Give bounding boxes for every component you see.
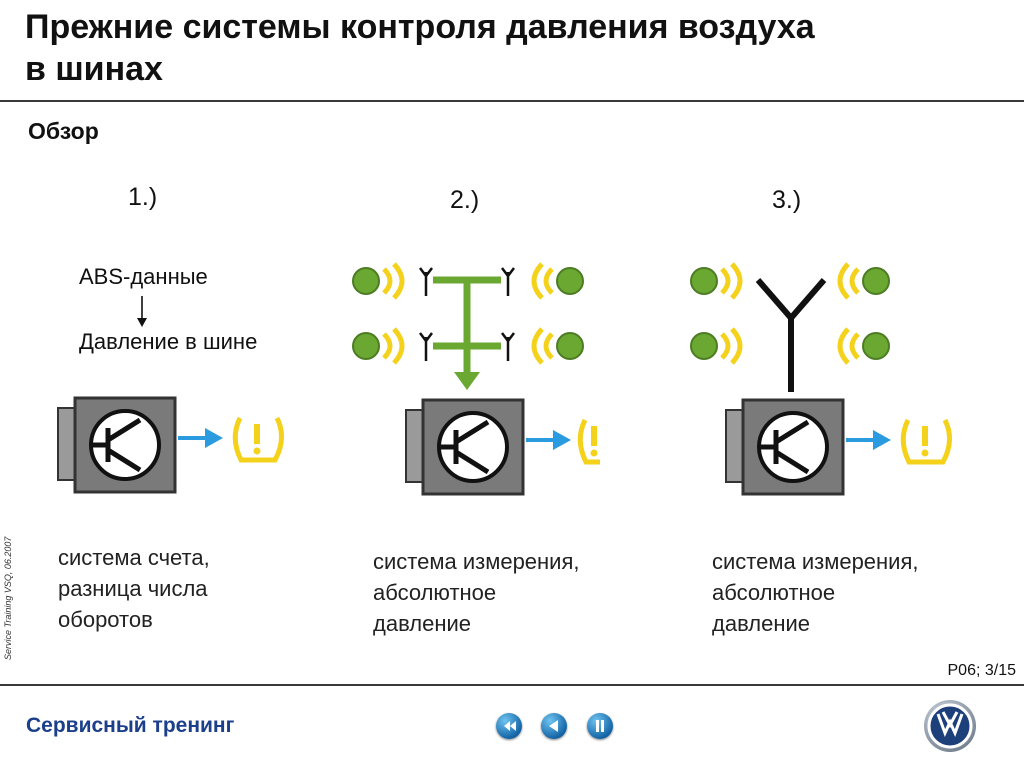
first-page-button[interactable] <box>496 713 522 739</box>
wheel-sensor-left-bottom <box>352 327 405 365</box>
description-line: система измерения, <box>712 549 919 574</box>
description-line: абсолютное <box>373 580 497 605</box>
vw-logo-icon <box>927 703 973 749</box>
system-number-1: 1.) <box>128 183 158 211</box>
abs-down-arrow <box>137 296 147 327</box>
wheel-sensor-right-bottom <box>531 327 584 365</box>
description-line: абсолютное <box>712 580 836 605</box>
skip-back-icon <box>504 721 516 731</box>
wheel-sensor-right-top <box>531 262 584 300</box>
footer-divider <box>0 684 1024 686</box>
vw-logo <box>924 700 976 752</box>
wheel-sensor-left-bottom <box>690 327 743 365</box>
system-number-2: 2.) <box>450 186 480 214</box>
pause-button[interactable] <box>587 713 613 739</box>
system-3-diagram <box>690 262 952 496</box>
abs-data-label: ABS-данные <box>79 264 208 289</box>
central-antenna-icon <box>755 278 827 392</box>
wheel-sensor-left-top <box>690 262 743 300</box>
description-line: давление <box>373 611 472 636</box>
control-unit-1 <box>57 396 284 494</box>
title-line-1: Прежние системы контроля давления воздух… <box>25 8 815 46</box>
play-back-icon <box>549 720 558 732</box>
page-number: P06; 3/15 <box>947 662 1017 679</box>
page-title: Прежние системы контроля давления воздух… <box>25 6 985 90</box>
system-2-diagram <box>352 262 600 496</box>
previous-page-button[interactable] <box>541 713 567 739</box>
section-title: Обзор <box>28 118 99 144</box>
description-line: оборотов <box>58 607 153 632</box>
wheel-sensor-right-bottom <box>837 327 890 365</box>
description-line: давление <box>712 611 811 636</box>
system-2-description: система измерения, абсолютное давление <box>373 546 580 639</box>
header-divider <box>0 100 1024 102</box>
system-1-description: система счета, разница числа оборотов <box>58 542 210 635</box>
title-line-2: в шинах <box>25 50 163 88</box>
tire-pressure-label: Давление в шине <box>79 329 258 354</box>
wheel-sensor-left-top <box>352 262 405 300</box>
system-number-3: 3.) <box>772 186 802 214</box>
description-line: система измерения, <box>373 549 580 574</box>
side-caption: Service Training VSQ, 06.2007 <box>3 536 13 660</box>
wheel-sensor-right-top <box>837 262 890 300</box>
description-line: разница числа <box>58 576 208 601</box>
footer-brand-text: Сервисный тренинг <box>26 714 235 737</box>
pause-icon <box>596 720 604 732</box>
description-line: система счета, <box>58 545 210 570</box>
system-3-description: система измерения, абсолютное давление <box>712 546 919 639</box>
